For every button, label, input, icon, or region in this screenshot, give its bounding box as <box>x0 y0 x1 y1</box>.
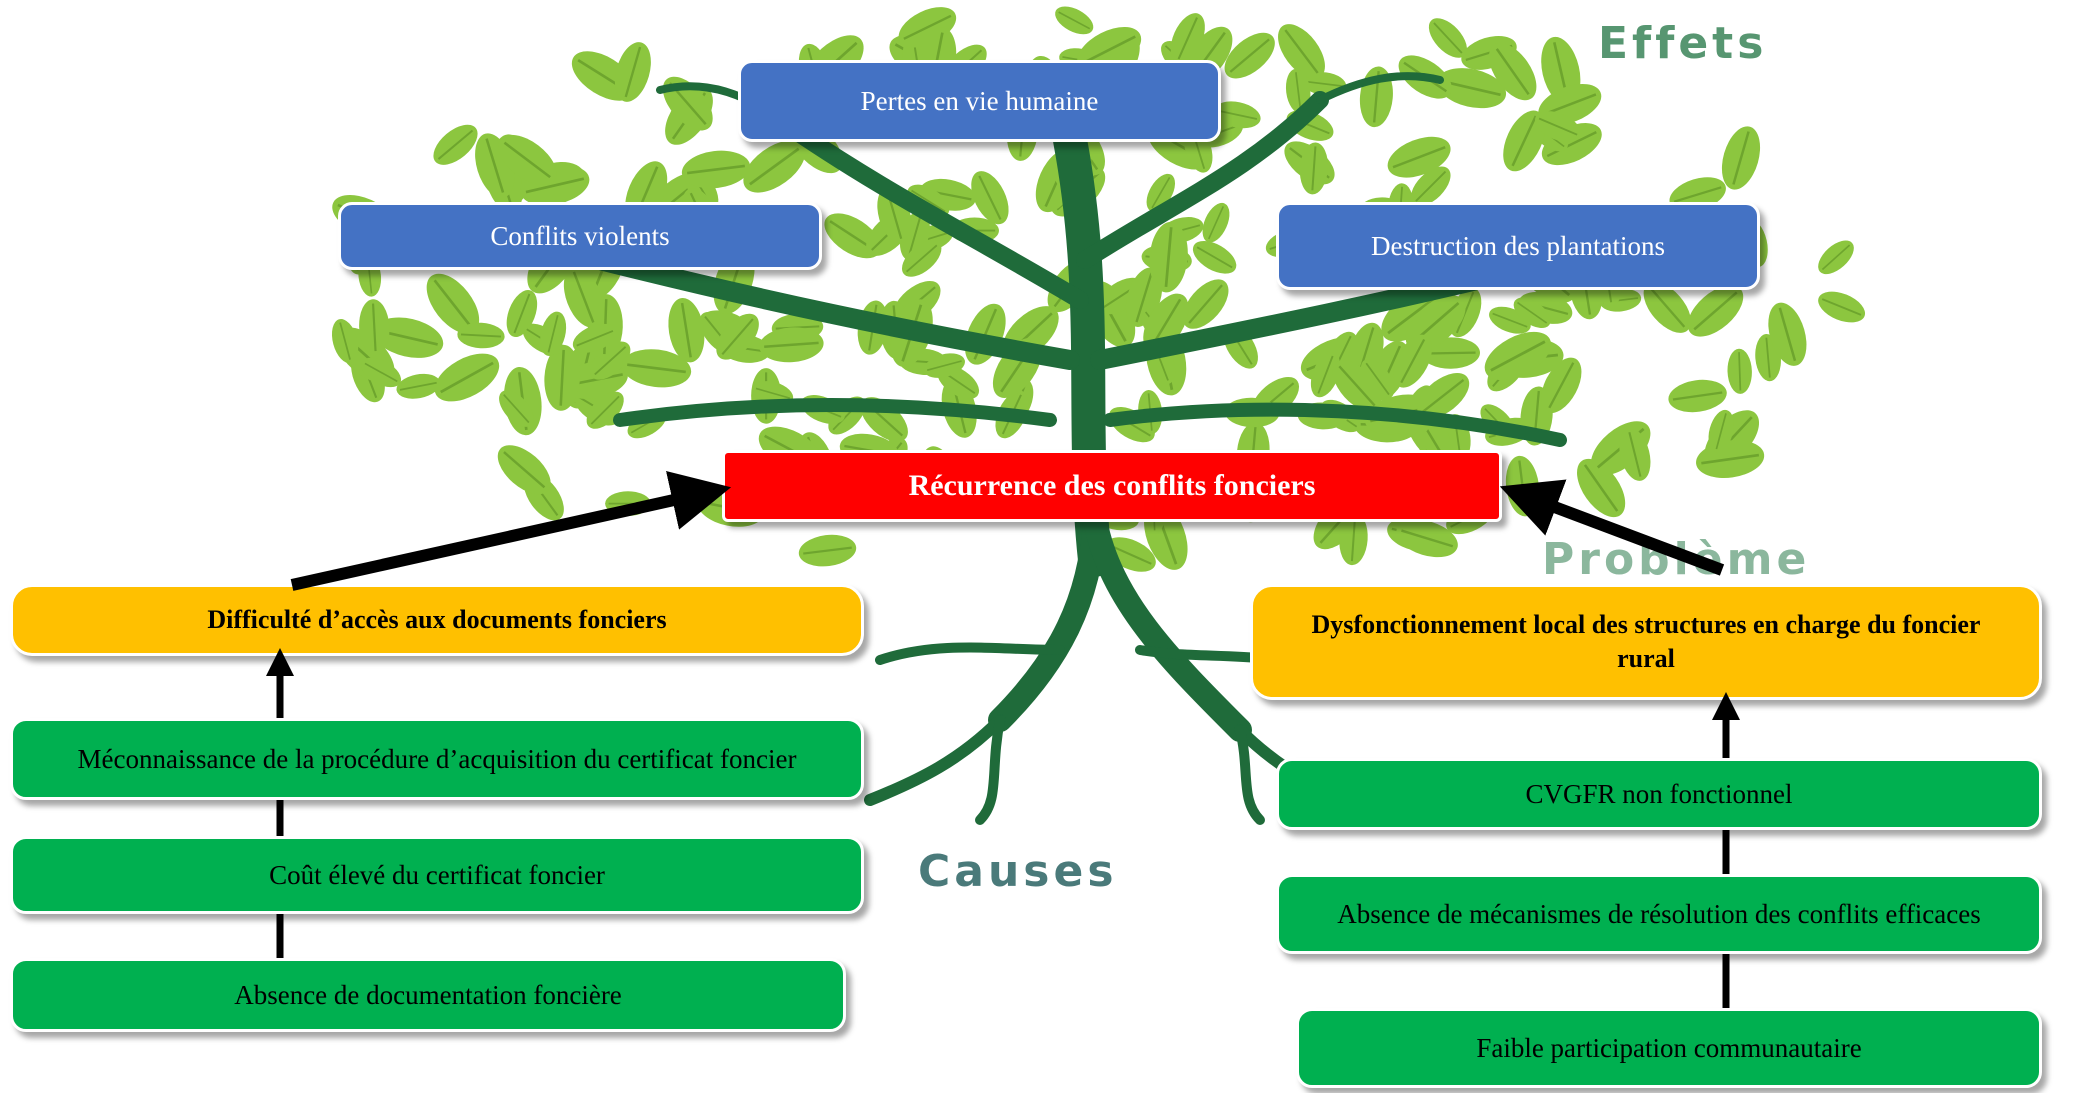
leaf-shape <box>1501 452 1544 520</box>
leaf-shape <box>1811 233 1861 282</box>
central-problem-box: Récurrence des conflits fonciers <box>722 450 1502 522</box>
left-cause-1: Méconnaissance de la procédure d’acquisi… <box>10 718 864 800</box>
label-probleme: Problème <box>1542 534 1811 585</box>
right-cause-1: CVGFR non fonctionnel <box>1276 758 2042 830</box>
tree-roots <box>864 508 1376 825</box>
leaf-shape <box>1692 434 1768 484</box>
right-cause-3: Faible participation communautaire <box>1296 1008 2042 1088</box>
leaf-shape <box>425 342 509 413</box>
leaf-shape <box>1812 284 1871 330</box>
effect-box-pertes: Pertes en vie humaine <box>738 60 1221 142</box>
left-cause-3: Absence de documentation foncière <box>10 958 846 1032</box>
label-causes: Causes <box>918 846 1118 897</box>
effect-box-conflits: Conflits violents <box>338 202 822 270</box>
left-cause-2: Coût élevé du certificat foncier <box>10 836 864 914</box>
right-cause-2: Absence de mécanismes de résolution des … <box>1276 874 2042 954</box>
label-effets: Effets <box>1598 18 1768 69</box>
right-intermediate-box: Dysfonctionnement local des structures e… <box>1250 584 2042 700</box>
leaf-shape <box>604 490 652 517</box>
leaf-shape <box>393 369 444 404</box>
leaf-shape <box>1665 375 1731 417</box>
leaf-shape <box>1196 198 1236 248</box>
effect-box-destruction: Destruction des plantations <box>1276 202 1760 290</box>
leaf-shape <box>425 116 486 174</box>
leaf-shape <box>1725 347 1754 396</box>
left-intermediate-box: Difficulté d’accès aux documents foncier… <box>10 584 864 656</box>
leaf-shape <box>1049 0 1099 41</box>
leaf-shape <box>795 530 860 571</box>
